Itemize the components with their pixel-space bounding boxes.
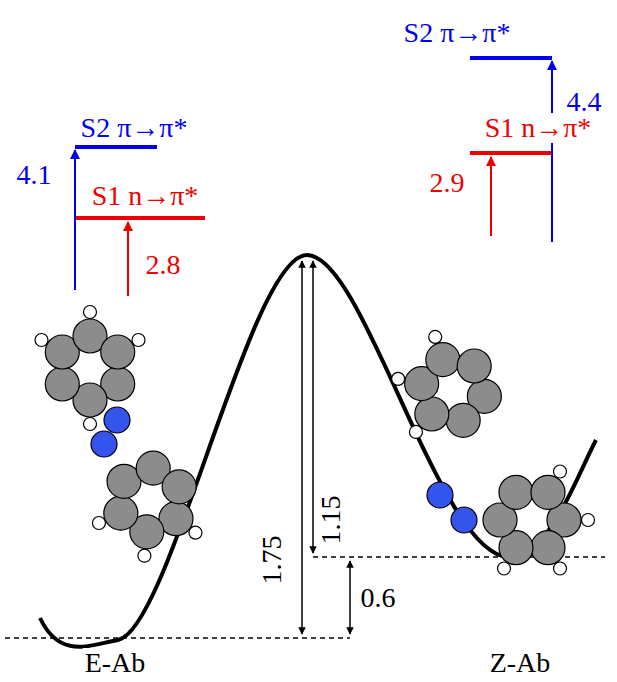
hydrogen-atom	[84, 418, 97, 431]
s1-level	[75, 216, 205, 220]
nitrogen-atom	[91, 431, 117, 457]
state-label: S2 π→π*	[79, 113, 190, 143]
carbon-atom	[415, 397, 449, 431]
hydrogen-atom	[138, 549, 151, 562]
hydrogen-atom	[35, 334, 48, 347]
carbon-atom	[457, 349, 491, 383]
hydrogen-atom	[392, 372, 405, 385]
s2-level	[470, 56, 552, 60]
hydrogen-atom	[429, 330, 442, 343]
carbon-atom	[104, 496, 138, 530]
hydrogen-atom	[554, 465, 567, 478]
energy-curve	[40, 255, 596, 647]
carbon-atom	[426, 343, 460, 377]
isomer-label: Z-Ab	[488, 648, 553, 678]
carbon-atom	[531, 531, 565, 565]
hydrogen-atom	[92, 517, 105, 530]
isomer-label: E-Ab	[83, 648, 148, 678]
carbon-atom	[531, 475, 565, 509]
s1-level	[470, 151, 552, 155]
carbon-atom	[101, 335, 135, 369]
molecules	[35, 306, 594, 575]
dimension-arrow	[349, 561, 351, 634]
barrier-value: 1.75	[257, 534, 287, 587]
energy-value: 4.1	[15, 160, 54, 190]
state-label: S2 π→π*	[402, 18, 513, 48]
reference-line	[5, 637, 350, 639]
carbon-atom	[446, 403, 480, 437]
excitation-arrow	[551, 61, 553, 242]
hydrogen-atom	[132, 334, 145, 347]
hydrogen-atom	[189, 526, 202, 539]
hydrogen-atom	[84, 306, 97, 319]
nitrogen-atom	[427, 482, 453, 508]
state-label: S1 n→π*	[90, 181, 201, 211]
dimension-arrow	[301, 261, 303, 634]
carbon-atom	[45, 367, 79, 401]
energy-value: 2.9	[428, 168, 467, 198]
levels	[75, 58, 552, 296]
hydrogen-atom	[498, 562, 511, 575]
barrier-value: 1.15	[316, 494, 346, 547]
dimension-arrow	[312, 261, 314, 553]
s2-level	[75, 145, 157, 149]
energy-value: 4.4	[565, 87, 604, 117]
energy-gap-value: 0.6	[359, 583, 398, 613]
carbon-atom	[499, 475, 533, 509]
nitrogen-atom	[104, 407, 130, 433]
state-label: S1 n→π*	[483, 113, 594, 143]
hydrogen-atom	[554, 562, 567, 575]
nitrogen-atom	[451, 507, 477, 533]
excitation-arrow	[127, 222, 129, 296]
energy-value: 2.8	[144, 250, 183, 280]
carbon-atom	[162, 470, 196, 504]
hydrogen-atom	[582, 514, 595, 527]
excitation-arrow	[490, 157, 492, 236]
excitation-arrow	[74, 150, 76, 290]
